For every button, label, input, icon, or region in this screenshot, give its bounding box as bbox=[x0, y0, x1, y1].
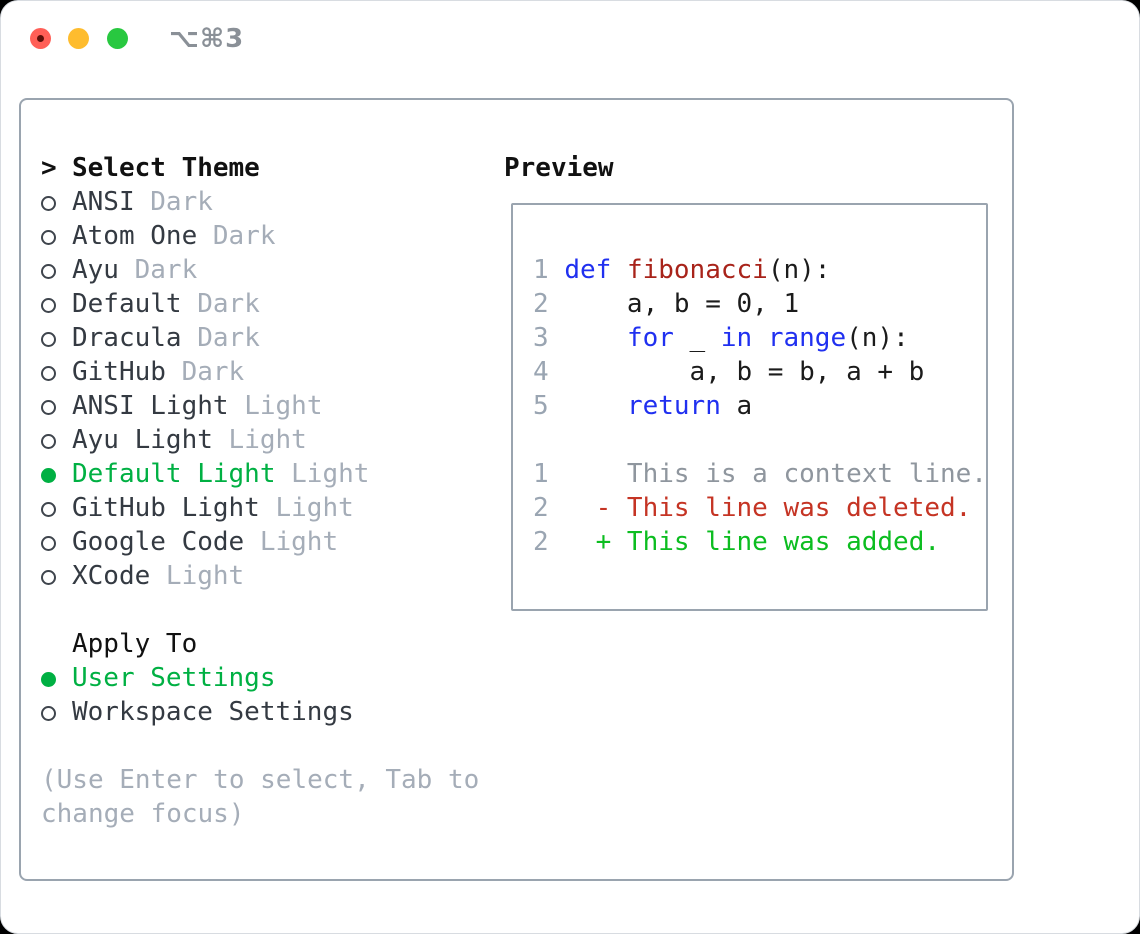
apply-option-label: User Settings bbox=[72, 663, 276, 693]
radio-icon bbox=[41, 355, 72, 389]
selected-radio-icon bbox=[41, 661, 72, 695]
spacer bbox=[41, 729, 479, 763]
theme-variant: Dark bbox=[165, 357, 245, 387]
code-line: 4 a, b = b, a + b bbox=[533, 357, 925, 387]
selected-radio-icon bbox=[41, 457, 72, 491]
line-number: 2 bbox=[533, 527, 549, 557]
code-line: 2 a, b = 0, 1 bbox=[533, 289, 800, 319]
radio-icon bbox=[41, 287, 72, 321]
theme-name: GitHub bbox=[72, 357, 166, 387]
theme-variant: Dark bbox=[118, 255, 198, 285]
diff-line-deleted: 2 - This line was deleted. bbox=[533, 493, 972, 523]
theme-name: Default Light bbox=[72, 459, 276, 489]
theme-name: Dracula bbox=[72, 323, 182, 353]
unsaved-dot-icon bbox=[37, 35, 44, 42]
code-preview: 1 def fibonacci(n): 2 a, b = 0, 1 3 for _ … bbox=[533, 253, 986, 559]
theme-name: Ayu bbox=[72, 255, 119, 285]
line-number: 5 bbox=[533, 391, 549, 421]
code-line: 3 for _ in range(n): bbox=[533, 323, 909, 353]
line-number: 1 bbox=[533, 459, 549, 489]
radio-icon bbox=[41, 525, 72, 559]
close-button[interactable] bbox=[30, 28, 51, 49]
theme-name: ANSI bbox=[72, 187, 135, 217]
apply-option-label: Workspace Settings bbox=[72, 697, 354, 727]
theme-name: Google Code bbox=[72, 527, 245, 557]
line-number: 3 bbox=[533, 323, 549, 353]
theme-variant: Dark bbox=[181, 323, 260, 353]
theme-option-dracula[interactable]: Dracula Dark bbox=[41, 321, 479, 355]
radio-icon bbox=[41, 389, 72, 423]
select-theme-header: > Select Theme bbox=[41, 151, 479, 185]
line-number: 2 bbox=[533, 289, 549, 319]
theme-option-default[interactable]: Default Dark bbox=[41, 287, 479, 321]
line-number: 4 bbox=[533, 357, 549, 387]
window-title: ⌥⌘3 bbox=[169, 24, 245, 54]
titlebar: ⌥⌘3 bbox=[1, 1, 1139, 77]
theme-variant: Light bbox=[275, 459, 370, 489]
theme-name: XCode bbox=[72, 561, 151, 591]
theme-option-google-code[interactable]: Google Code Light bbox=[41, 525, 479, 559]
radio-icon bbox=[41, 253, 72, 287]
theme-option-ansi-light[interactable]: ANSI Light Light bbox=[41, 389, 479, 423]
radio-icon bbox=[41, 695, 72, 729]
blank-line bbox=[533, 423, 986, 457]
theme-name: GitHub Light bbox=[72, 493, 260, 523]
theme-name: ANSI Light bbox=[72, 391, 229, 421]
line-number: 2 bbox=[533, 493, 549, 523]
theme-variant: Dark bbox=[197, 221, 276, 251]
theme-option-default-light[interactable]: Default Light Light bbox=[41, 457, 479, 491]
spacer bbox=[41, 593, 479, 627]
line-number: 1 bbox=[533, 255, 549, 285]
radio-icon bbox=[41, 491, 72, 525]
hint-text: (Use Enter to select, Tab to change focus… bbox=[41, 763, 479, 831]
theme-option-ayu-light[interactable]: Ayu Light Light bbox=[41, 423, 479, 457]
theme-name: Atom One bbox=[72, 221, 198, 251]
theme-variant: Light bbox=[228, 391, 323, 421]
radio-icon bbox=[41, 321, 72, 355]
theme-variant: Light bbox=[150, 561, 245, 591]
hint-line: (Use Enter to select, Tab to bbox=[41, 765, 480, 795]
hint-line: change focus) bbox=[41, 799, 245, 829]
theme-name: Default bbox=[72, 289, 182, 319]
theme-option-atom-one[interactable]: Atom One Dark bbox=[41, 219, 479, 253]
minimize-button[interactable] bbox=[68, 28, 89, 49]
theme-variant: Dark bbox=[181, 289, 260, 319]
theme-variant: Light bbox=[244, 527, 339, 557]
diff-line-added: 2 + This line was added. bbox=[533, 527, 940, 557]
code-line: 1 def fibonacci(n): bbox=[533, 255, 831, 285]
theme-option-github-light[interactable]: GitHub Light Light bbox=[41, 491, 479, 525]
zoom-button[interactable] bbox=[107, 28, 128, 49]
apply-option-user-settings[interactable]: User Settings bbox=[41, 661, 479, 695]
theme-option-ansi[interactable]: ANSI Dark bbox=[41, 185, 479, 219]
apply-to-header: Apply To bbox=[41, 627, 479, 661]
select-theme-title: Select Theme bbox=[72, 153, 260, 183]
theme-variant: Dark bbox=[134, 187, 213, 217]
theme-option-xcode[interactable]: XCode Light bbox=[41, 559, 479, 593]
apply-option-workspace-settings[interactable]: Workspace Settings bbox=[41, 695, 479, 729]
preview-title: Preview bbox=[504, 153, 614, 183]
code-line: 5 return a bbox=[533, 391, 753, 421]
preview-box: 1 def fibonacci(n): 2 a, b = 0, 1 3 for _ … bbox=[511, 203, 988, 611]
radio-icon bbox=[41, 185, 72, 219]
radio-icon bbox=[41, 219, 72, 253]
diff-line-context: 1 This is a context line. bbox=[533, 459, 987, 489]
theme-name: Ayu Light bbox=[72, 425, 213, 455]
radio-icon bbox=[41, 423, 72, 457]
theme-option-github[interactable]: GitHub Dark bbox=[41, 355, 479, 389]
cursor-icon: > bbox=[41, 153, 57, 183]
radio-icon bbox=[41, 559, 72, 593]
theme-variant: Light bbox=[259, 493, 354, 523]
apply-to-title: Apply To bbox=[72, 629, 198, 659]
theme-variant: Light bbox=[212, 425, 307, 455]
preview-header: Preview bbox=[504, 151, 614, 185]
theme-option-ayu[interactable]: Ayu Dark bbox=[41, 253, 479, 287]
